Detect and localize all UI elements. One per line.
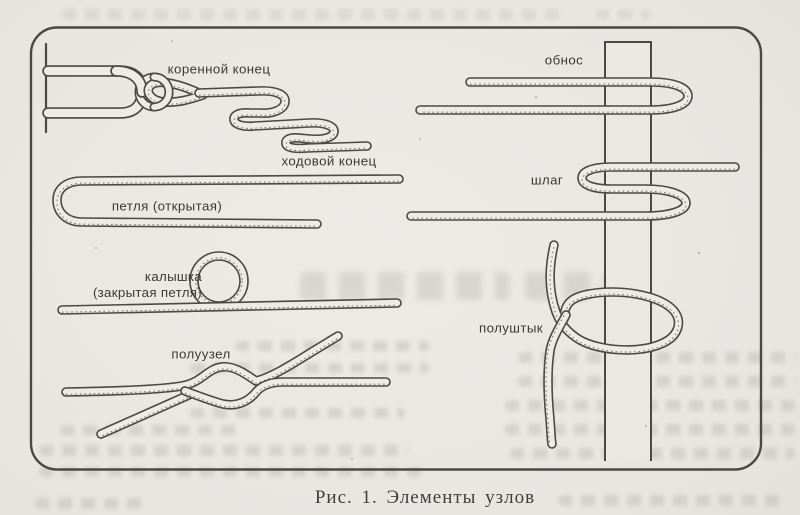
- scan-specks: [95, 40, 701, 460]
- label-half-knot: полуузел: [171, 346, 231, 362]
- label-half-hitch: полуштык: [478, 320, 544, 336]
- label-root-end: коренной конец: [167, 61, 271, 77]
- label-open-loop: петля (открытая): [111, 198, 223, 214]
- label-round-turn: обнос: [544, 52, 584, 68]
- rope-half-hitch-tail: [546, 315, 566, 445]
- label-kink-line2: (закрытая петля): [92, 284, 202, 300]
- rope-kink-line: [62, 303, 397, 312]
- label-running-end: ходовой конец: [281, 153, 377, 169]
- rope-root-and-running-end: [199, 91, 367, 151]
- label-turn: шлаг: [530, 172, 564, 188]
- label-kink-line1: калышка: [144, 269, 202, 284]
- figure-caption: Рис. 1. Элементы узлов: [314, 487, 536, 508]
- rope-turn: [411, 167, 735, 218]
- post: [604, 41, 652, 461]
- anchor-ring-over-eye: [154, 77, 169, 107]
- rope-half-knot-diagonal-over: [185, 382, 386, 407]
- anchor-link-over-ring: [116, 71, 142, 92]
- label-kink: калышка (закрытая петля): [30, 269, 202, 300]
- figure-frame-border: [29, 26, 763, 471]
- rope-open-loop: [57, 179, 399, 226]
- rope-half-knot-diagonal-under: [101, 394, 192, 436]
